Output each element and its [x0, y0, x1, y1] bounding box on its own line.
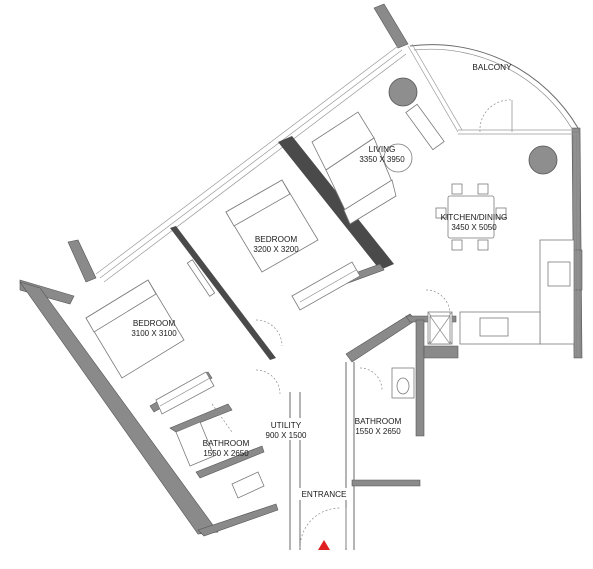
- bathroom-left-fixtures: [175, 403, 265, 499]
- entrance-label: ENTRANCE: [301, 490, 347, 499]
- columns: [388, 77, 558, 175]
- bedroom1-furniture: [186, 179, 361, 311]
- living-label: LIVING: [369, 145, 396, 154]
- bathroom-right-size: 1550 X 2650: [355, 427, 401, 436]
- bathroom-right-fixtures: [391, 315, 451, 399]
- room-labels: BALCONY LIVING 3350 X 3950 KITCHEN/DININ…: [131, 63, 512, 500]
- bedroom2-label: BEDROOM: [133, 319, 175, 328]
- living-size: 3350 X 3950: [359, 155, 405, 164]
- entrance-marker-icon: [318, 540, 330, 550]
- balcony-label: BALCONY: [472, 63, 512, 72]
- kitchen-size: 3450 X 5050: [451, 223, 497, 232]
- exterior-walls: [19, 3, 583, 537]
- bedroom2-furniture: [85, 279, 215, 415]
- doors: [255, 99, 513, 549]
- utility-size: 900 X 1500: [266, 431, 307, 440]
- kitchen-label: KITCHEN/DINING: [441, 213, 508, 222]
- bathroom-right-label: BATHROOM: [355, 417, 402, 426]
- window-glazing: [95, 43, 579, 356]
- bedroom2-size: 3100 X 3100: [131, 329, 177, 338]
- living-furniture: [311, 103, 445, 225]
- bathroom-left-size: 1550 X 2650: [203, 449, 249, 458]
- bedroom1-size: 3200 X 3200: [253, 245, 299, 254]
- bathroom-left-label: BATHROOM: [203, 439, 250, 448]
- utility-label: UTILITY: [271, 421, 302, 430]
- bedroom1-label: BEDROOM: [255, 235, 297, 244]
